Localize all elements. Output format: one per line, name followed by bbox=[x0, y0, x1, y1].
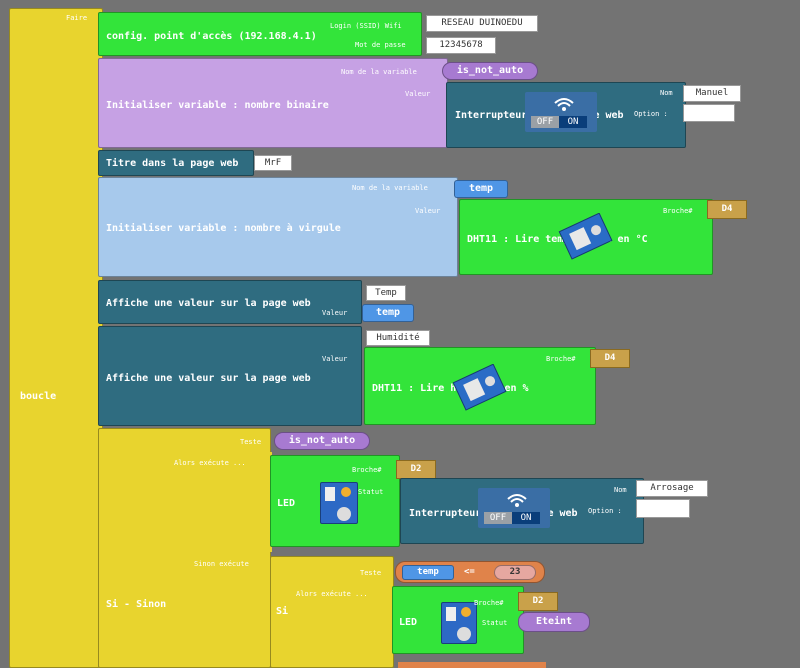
loop-block[interactable] bbox=[9, 8, 103, 668]
option-label-2: Option : bbox=[588, 507, 622, 515]
dht11-sensor-icon bbox=[558, 213, 613, 260]
var-name-label-1: Nom de la variable bbox=[341, 68, 417, 76]
password-input[interactable]: 12345678 bbox=[426, 37, 496, 54]
dht-hum-label: DHT11 : Lire humidité en % bbox=[372, 383, 529, 394]
display-temp-block[interactable] bbox=[98, 280, 362, 324]
nom-label-1: Nom bbox=[660, 89, 673, 97]
nom-input-1[interactable]: Manuel bbox=[683, 85, 741, 102]
wifi-switch-icon: OFF ON bbox=[525, 92, 597, 132]
pin-d4-2[interactable]: D4 bbox=[590, 349, 630, 368]
statut-label-2: Statut bbox=[482, 619, 508, 627]
display-temp-label: Affiche une valeur sur la page web bbox=[106, 298, 311, 309]
var-temp[interactable]: temp bbox=[454, 180, 508, 198]
compare-op[interactable]: <= bbox=[464, 567, 475, 577]
led-module-icon bbox=[320, 482, 358, 524]
init-bool-block[interactable] bbox=[98, 58, 448, 148]
login-label: Login (SSID) Wifi bbox=[330, 22, 402, 30]
nom-input-2[interactable]: Arrosage bbox=[636, 480, 708, 497]
broche-label-1: Broche# bbox=[663, 207, 693, 215]
display-temp-text[interactable]: Temp bbox=[366, 285, 406, 301]
led-label-2: LED bbox=[399, 617, 418, 628]
nested-if-label: Si bbox=[276, 606, 289, 617]
sinon-label: Sinon exécute bbox=[194, 560, 249, 568]
alors-label-2: Alors exécute ... bbox=[296, 590, 368, 598]
statut-label-1: Statut bbox=[358, 488, 384, 496]
alors-slot-1 bbox=[266, 452, 272, 552]
init-float-label: Initialiser variable : nombre à virgule bbox=[106, 223, 341, 234]
faire-label: Faire bbox=[66, 14, 88, 22]
pin-d2-1[interactable]: D2 bbox=[396, 460, 436, 479]
compare-var[interactable]: temp bbox=[402, 565, 454, 580]
valeur-label-4: Valeur bbox=[322, 355, 348, 363]
var-name-label-2: Nom de la variable bbox=[352, 184, 428, 192]
nested-if-block[interactable] bbox=[270, 556, 394, 668]
if-else-block[interactable] bbox=[98, 428, 271, 668]
pin-d2-2[interactable]: D2 bbox=[518, 592, 558, 611]
boucle-label: boucle bbox=[20, 391, 57, 402]
teste-label-1: Teste bbox=[240, 438, 262, 446]
title-input[interactable]: MrF bbox=[254, 155, 292, 171]
off-label: OFF bbox=[531, 116, 559, 128]
led-label-1: LED bbox=[277, 498, 296, 509]
display-hum-text[interactable]: Humidité bbox=[366, 330, 430, 346]
title-block-label: Titre dans la page web bbox=[106, 158, 239, 169]
config-block-label: config. point d'accès (192.168.4.1) bbox=[106, 31, 317, 42]
test-is-not-auto[interactable]: is_not_auto bbox=[274, 432, 370, 450]
compare-value[interactable]: 23 bbox=[494, 565, 536, 580]
alors-label-1: Alors exécute ... bbox=[174, 459, 246, 467]
dht-temp-label: DHT11 : Lire température en °C bbox=[467, 234, 648, 245]
on-label: ON bbox=[559, 116, 587, 128]
off-label: OFF bbox=[484, 512, 512, 524]
dht11-sensor-icon bbox=[452, 364, 507, 411]
pin-d4-1[interactable]: D4 bbox=[707, 200, 747, 219]
var-is-not-auto[interactable]: is_not_auto bbox=[442, 62, 538, 80]
valeur-label-2: Valeur bbox=[415, 207, 441, 215]
next-block-edge bbox=[398, 662, 546, 668]
display-hum-label: Affiche une valeur sur la page web bbox=[106, 373, 311, 384]
valeur-label-1: Valeur bbox=[405, 90, 431, 98]
status-eteint[interactable]: Eteint bbox=[518, 612, 590, 632]
login-input[interactable]: RESEAU DUINOEDU bbox=[426, 15, 538, 32]
option-input-1[interactable] bbox=[683, 104, 735, 122]
if-else-label: Si - Sinon bbox=[106, 599, 167, 610]
config-access-point-block[interactable] bbox=[98, 12, 422, 56]
option-label-1: Option : bbox=[634, 110, 668, 118]
on-label: ON bbox=[512, 512, 540, 524]
broche-label-2: Broche# bbox=[546, 355, 576, 363]
title-block[interactable] bbox=[98, 150, 254, 176]
password-label: Mot de passe bbox=[355, 41, 406, 49]
teste-label-2: Teste bbox=[360, 569, 382, 577]
display-temp-var[interactable]: temp bbox=[362, 304, 414, 322]
display-hum-block[interactable] bbox=[98, 326, 362, 426]
broche-label-3: Broche# bbox=[352, 466, 382, 474]
valeur-label-3: Valeur bbox=[322, 309, 348, 317]
wifi-switch-icon: OFF ON bbox=[478, 488, 550, 528]
init-float-block[interactable] bbox=[98, 177, 458, 277]
init-bool-label: Initialiser variable : nombre binaire bbox=[106, 100, 329, 111]
broche-label-4: Broche# bbox=[474, 599, 504, 607]
nom-label-2: Nom bbox=[614, 486, 627, 494]
led-module-icon bbox=[441, 602, 477, 644]
option-input-2[interactable] bbox=[636, 499, 690, 518]
